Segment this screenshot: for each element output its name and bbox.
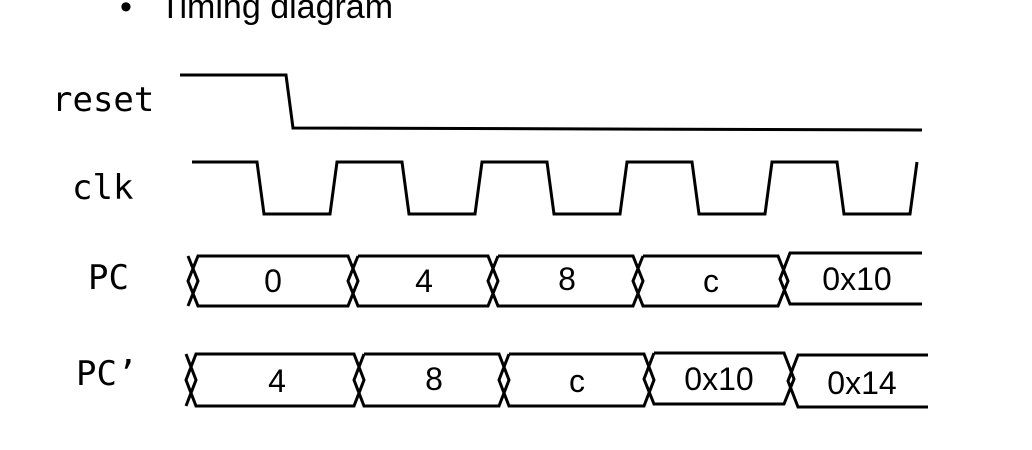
pc-next-segment-1: 8	[352, 352, 511, 408]
pc-next-value: 0x14	[827, 365, 896, 401]
clk-label: clk	[72, 168, 134, 208]
pc-value: 0x10	[822, 261, 891, 297]
pc-bus: 0 4 8 c 0x10	[186, 251, 922, 308]
pc-segment-0: 0	[186, 254, 360, 308]
pc-label: PC	[88, 258, 129, 298]
pc-segment-2: 8	[486, 254, 645, 308]
bullet-dot: •	[120, 0, 132, 26]
pc-next-value: 8	[425, 361, 443, 397]
clk-waveform	[192, 160, 919, 216]
pc-segment-3: c	[631, 254, 790, 308]
pc-value: 0	[264, 263, 282, 299]
reset-label: reset	[52, 80, 155, 120]
pc-next-segment-3: 0x10	[642, 351, 796, 406]
pc-next-segment-4: 0x14	[786, 353, 928, 409]
pc-next-value: 0x10	[684, 361, 753, 397]
pc-segment-1: 4	[346, 254, 500, 308]
pc-segment-4: 0x10	[778, 251, 922, 306]
pc-next-value: 4	[268, 363, 286, 399]
pc-next-label: PC’	[76, 354, 138, 394]
slide-heading: Timing diagram	[160, 0, 394, 26]
reset-waveform	[180, 73, 923, 132]
slide-bullet: • Timing diagram	[120, 0, 393, 27]
pc-next-segment-0: 4	[184, 352, 366, 408]
pc-next-segment-2: c	[497, 352, 656, 408]
pc-value: 4	[415, 263, 433, 299]
pc-next-value: c	[569, 363, 585, 399]
pc-value: c	[703, 263, 719, 299]
pc-next-bus: 4 8 c 0x10 0x14	[184, 351, 928, 409]
pc-value: 8	[558, 261, 576, 297]
